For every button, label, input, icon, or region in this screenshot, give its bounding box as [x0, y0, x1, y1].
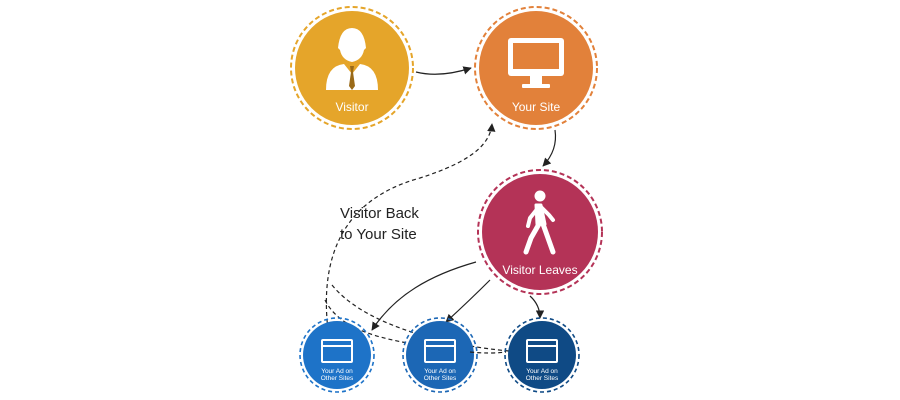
ad-3-label: Your Ad on Other Sites	[525, 368, 559, 383]
return-path-main	[325, 123, 496, 331]
return-caption: Visitor Back to Your Site	[340, 203, 460, 245]
your-site-label: Your Site	[511, 100, 561, 114]
arrow-leaves-to-ad3	[529, 295, 545, 319]
return-path-ad3	[469, 351, 507, 354]
flow-arrows	[371, 66, 557, 331]
visitor-node	[290, 6, 414, 130]
arrow-site-to-leaves	[542, 129, 557, 167]
walking-person-icon	[523, 190, 556, 255]
browser-window-icon	[321, 339, 353, 363]
visitor-leaves-circle	[482, 174, 598, 290]
visitor-leaves-node	[477, 169, 603, 295]
return-paths	[324, 123, 521, 353]
ad-3-circle	[508, 321, 576, 389]
arrow-leaves-to-ad1	[371, 261, 477, 331]
return-path-ad2	[331, 284, 521, 353]
your-site-node	[474, 6, 598, 130]
arrow-visitor-to-site	[415, 66, 472, 75]
ad-node-1	[299, 317, 375, 393]
ad-node-2	[402, 317, 478, 393]
arrow-leaves-to-ad2	[445, 279, 491, 323]
ad-1-circle	[303, 321, 371, 389]
ad-node-3	[504, 317, 580, 393]
return-caption-line2: to Your Site	[340, 226, 417, 243]
businessman-icon	[326, 28, 378, 90]
visitor-leaves-label: Visitor Leaves	[502, 263, 578, 277]
browser-window-icon	[526, 339, 558, 363]
visitor-label: Visitor	[335, 100, 369, 114]
ad-2-circle	[406, 321, 474, 389]
ad-2-label: Your Ad on Other Sites	[423, 368, 457, 383]
return-caption-line1: Visitor Back	[340, 205, 419, 222]
ad-1-label: Your Ad on Other Sites	[320, 368, 354, 383]
monitor-icon	[508, 38, 564, 88]
browser-window-icon	[424, 339, 456, 363]
